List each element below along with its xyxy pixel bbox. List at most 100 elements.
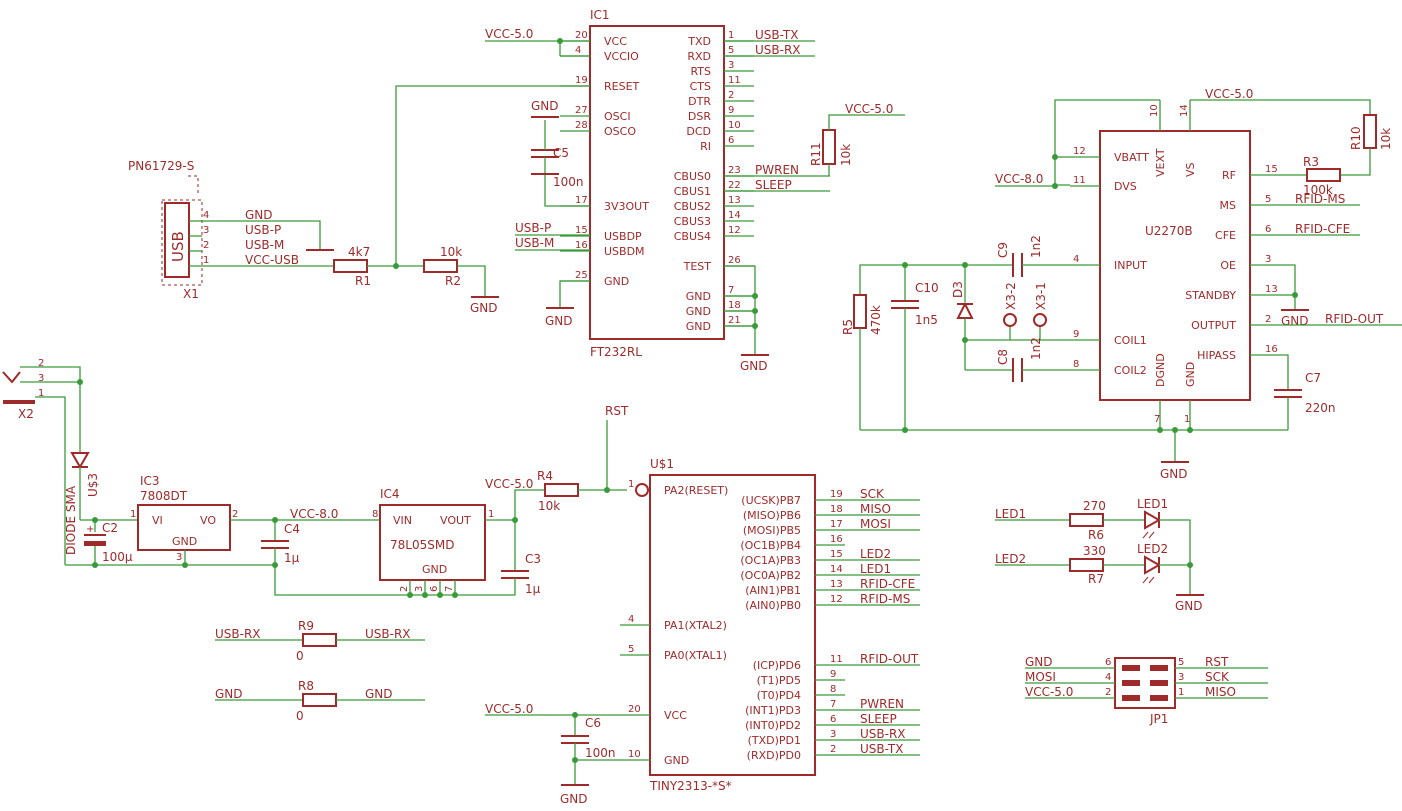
u1-right-pin-name: (AIN1)PB1 bbox=[745, 584, 801, 597]
u1-right-pin-net: PWREN bbox=[860, 697, 904, 711]
u1-right-pin-name: (OC1B)PB4 bbox=[740, 539, 801, 552]
u2270-top-pin-number: 14 bbox=[1179, 104, 1190, 117]
x1-usb-label: USB bbox=[169, 231, 187, 262]
ic3-pin1: 1 bbox=[130, 509, 136, 520]
u1-gnd-net: GND bbox=[560, 792, 588, 806]
jp1-right-net: MISO bbox=[1205, 685, 1236, 699]
ic1-right-pin-number: 1 bbox=[728, 30, 734, 41]
u1-left-pin-number: 1 bbox=[628, 479, 634, 490]
jp1-right-net: SCK bbox=[1205, 670, 1230, 684]
ic4-pin8: 8 bbox=[372, 509, 378, 520]
ic3-pin2: 2 bbox=[232, 509, 238, 520]
u2270-left-pin-number: 9 bbox=[1073, 329, 1079, 340]
u2270-right-pin-number: 3 bbox=[1265, 254, 1271, 265]
u1-right-pin-number: 17 bbox=[830, 519, 843, 530]
ic1-right-pin-name: TXD bbox=[687, 35, 711, 48]
r3-value: 100k bbox=[1303, 183, 1333, 197]
ic1-right-pin-number: 5 bbox=[728, 45, 734, 56]
u1-right-pin-number: 19 bbox=[830, 489, 843, 500]
r8-value: 0 bbox=[296, 709, 304, 723]
u2270-right-pin-name: CFE bbox=[1215, 229, 1236, 242]
u2270-right-pin-number: 16 bbox=[1265, 344, 1278, 355]
u1-right-pin-net: MOSI bbox=[860, 517, 891, 531]
x2-name: X2 bbox=[18, 407, 34, 421]
ic4-gnd: GND bbox=[422, 563, 447, 576]
power-regulators: + C2 100µ IC3 7808DT VI VO GND 1 2 3 VCC… bbox=[65, 474, 545, 598]
ic1-right-pin-number: 2 bbox=[728, 90, 734, 101]
r6-value: 270 bbox=[1083, 499, 1106, 513]
ic1-right-pin-name: RTS bbox=[690, 65, 711, 78]
u1-right-pin-net: RFID-CFE bbox=[860, 577, 915, 591]
u1-left-pin-name: PA1(XTAL2) bbox=[664, 619, 727, 632]
ic4-pin1: 1 bbox=[488, 509, 494, 520]
r8-right-net: GND bbox=[365, 687, 393, 701]
ic1-right-pin-name: RI bbox=[700, 140, 711, 153]
ic1-left-pin-name: OSCO bbox=[604, 125, 636, 138]
leds: LED1 270 R6 LED1 LED2 330 R7 LED2 GND bbox=[995, 497, 1204, 613]
c3-name: C3 bbox=[525, 552, 541, 566]
u1-right-pin-number: 7 bbox=[830, 699, 836, 710]
ic1-right-pin-number: 7 bbox=[728, 285, 734, 296]
x3-2-name: X3-2 bbox=[1004, 282, 1018, 310]
r1-name: R1 bbox=[355, 274, 371, 288]
x1-pin-net: USB-P bbox=[245, 223, 281, 237]
u1-right-pin-name: (OC0A)PB2 bbox=[740, 569, 801, 582]
u2270-left-pin-number: 4 bbox=[1073, 254, 1079, 265]
x2-pin-a: 2 bbox=[38, 358, 44, 369]
ic3-vo: VO bbox=[200, 514, 216, 527]
u1-right-pin-number: 12 bbox=[830, 594, 843, 605]
led2-net: LED2 bbox=[995, 552, 1026, 566]
ic3-pin3: 3 bbox=[176, 552, 182, 563]
u2270-right-pin-name: RF bbox=[1222, 169, 1236, 182]
u1-right-pin-number: 8 bbox=[830, 684, 836, 695]
r11-vcc-net: VCC-5.0 bbox=[845, 102, 893, 116]
c5-gnd: GND bbox=[531, 99, 559, 113]
u1-right-pin-name: (INT1)PD3 bbox=[745, 704, 801, 717]
u1-wires: RST R4 10k VCC-5.0 GND C6 100n bbox=[485, 404, 649, 806]
c4-name: C4 bbox=[284, 522, 300, 536]
u1-right-pin-number: 16 bbox=[830, 534, 843, 545]
ic1-tx-net: USB-TX bbox=[755, 28, 798, 42]
ic1-right-pin-name: CBUS3 bbox=[674, 215, 711, 228]
svg-text:+: + bbox=[86, 524, 94, 535]
u1-right-pin-net: LED2 bbox=[860, 547, 891, 561]
u2270-left-pin-number: 11 bbox=[1073, 175, 1086, 186]
u2270-left-pin-name: COIL1 bbox=[1114, 334, 1147, 347]
u1-right-pin-name: (RXD)PD0 bbox=[747, 749, 801, 762]
jp1-right-pin-number: 5 bbox=[1178, 657, 1184, 668]
u2270-bottom-pin-number: 7 bbox=[1154, 414, 1160, 425]
u1-right-pin-name: (T1)PD5 bbox=[757, 674, 801, 687]
u3-value: DIODE SMA bbox=[64, 485, 78, 555]
jp1-pin-pad bbox=[1150, 665, 1168, 671]
ic1-pwren-net: PWREN bbox=[755, 163, 799, 177]
u2270-right-pin-name: HIPASS bbox=[1197, 349, 1236, 362]
ic1-left-pin-number: 15 bbox=[575, 225, 588, 236]
ic1-right-pin-name: CBUS0 bbox=[674, 170, 711, 183]
c5-value: 100n bbox=[553, 175, 584, 189]
u2270-right-pin-number: 5 bbox=[1265, 194, 1271, 205]
u2270-right-pin-number: 2 bbox=[1265, 314, 1271, 325]
u1-right-pin-number: 15 bbox=[830, 549, 843, 560]
u2270-gnd2-net: GND bbox=[1160, 467, 1188, 481]
u1-right-pin-name: (INT0)PD2 bbox=[745, 719, 801, 732]
r8-r9: USB-RX USB-RX R9 0 GND GND R8 0 bbox=[215, 619, 425, 723]
ic4-vin: VIN bbox=[393, 514, 412, 527]
r3-name: R3 bbox=[1303, 155, 1319, 169]
c4-value: 1µ bbox=[284, 551, 300, 565]
c5-name: C5 bbox=[553, 146, 569, 160]
jp1-left-net: MOSI bbox=[1025, 670, 1056, 684]
u1-value: TINY2313-*S* bbox=[649, 779, 732, 793]
u1-right-pin-net: LED1 bbox=[860, 562, 891, 576]
ic1-left-pin-name: GND bbox=[604, 275, 629, 288]
ic1-right-pin-name: DSR bbox=[688, 110, 711, 123]
u1-right-pin-number: 11 bbox=[830, 654, 843, 665]
u1-right-pin-number: 3 bbox=[830, 729, 836, 740]
c6-name: C6 bbox=[585, 716, 601, 730]
c8-name: C8 bbox=[996, 349, 1010, 365]
x1-pin-number: 2 bbox=[203, 240, 209, 251]
jp1-left-pin-number: 6 bbox=[1105, 657, 1111, 668]
u3-name: U$3 bbox=[86, 473, 100, 497]
ic1-right-pin-number: 23 bbox=[728, 165, 741, 176]
u2270-left-pin-name: DVS bbox=[1114, 180, 1137, 193]
jp1-name: JP1 bbox=[1149, 712, 1168, 726]
